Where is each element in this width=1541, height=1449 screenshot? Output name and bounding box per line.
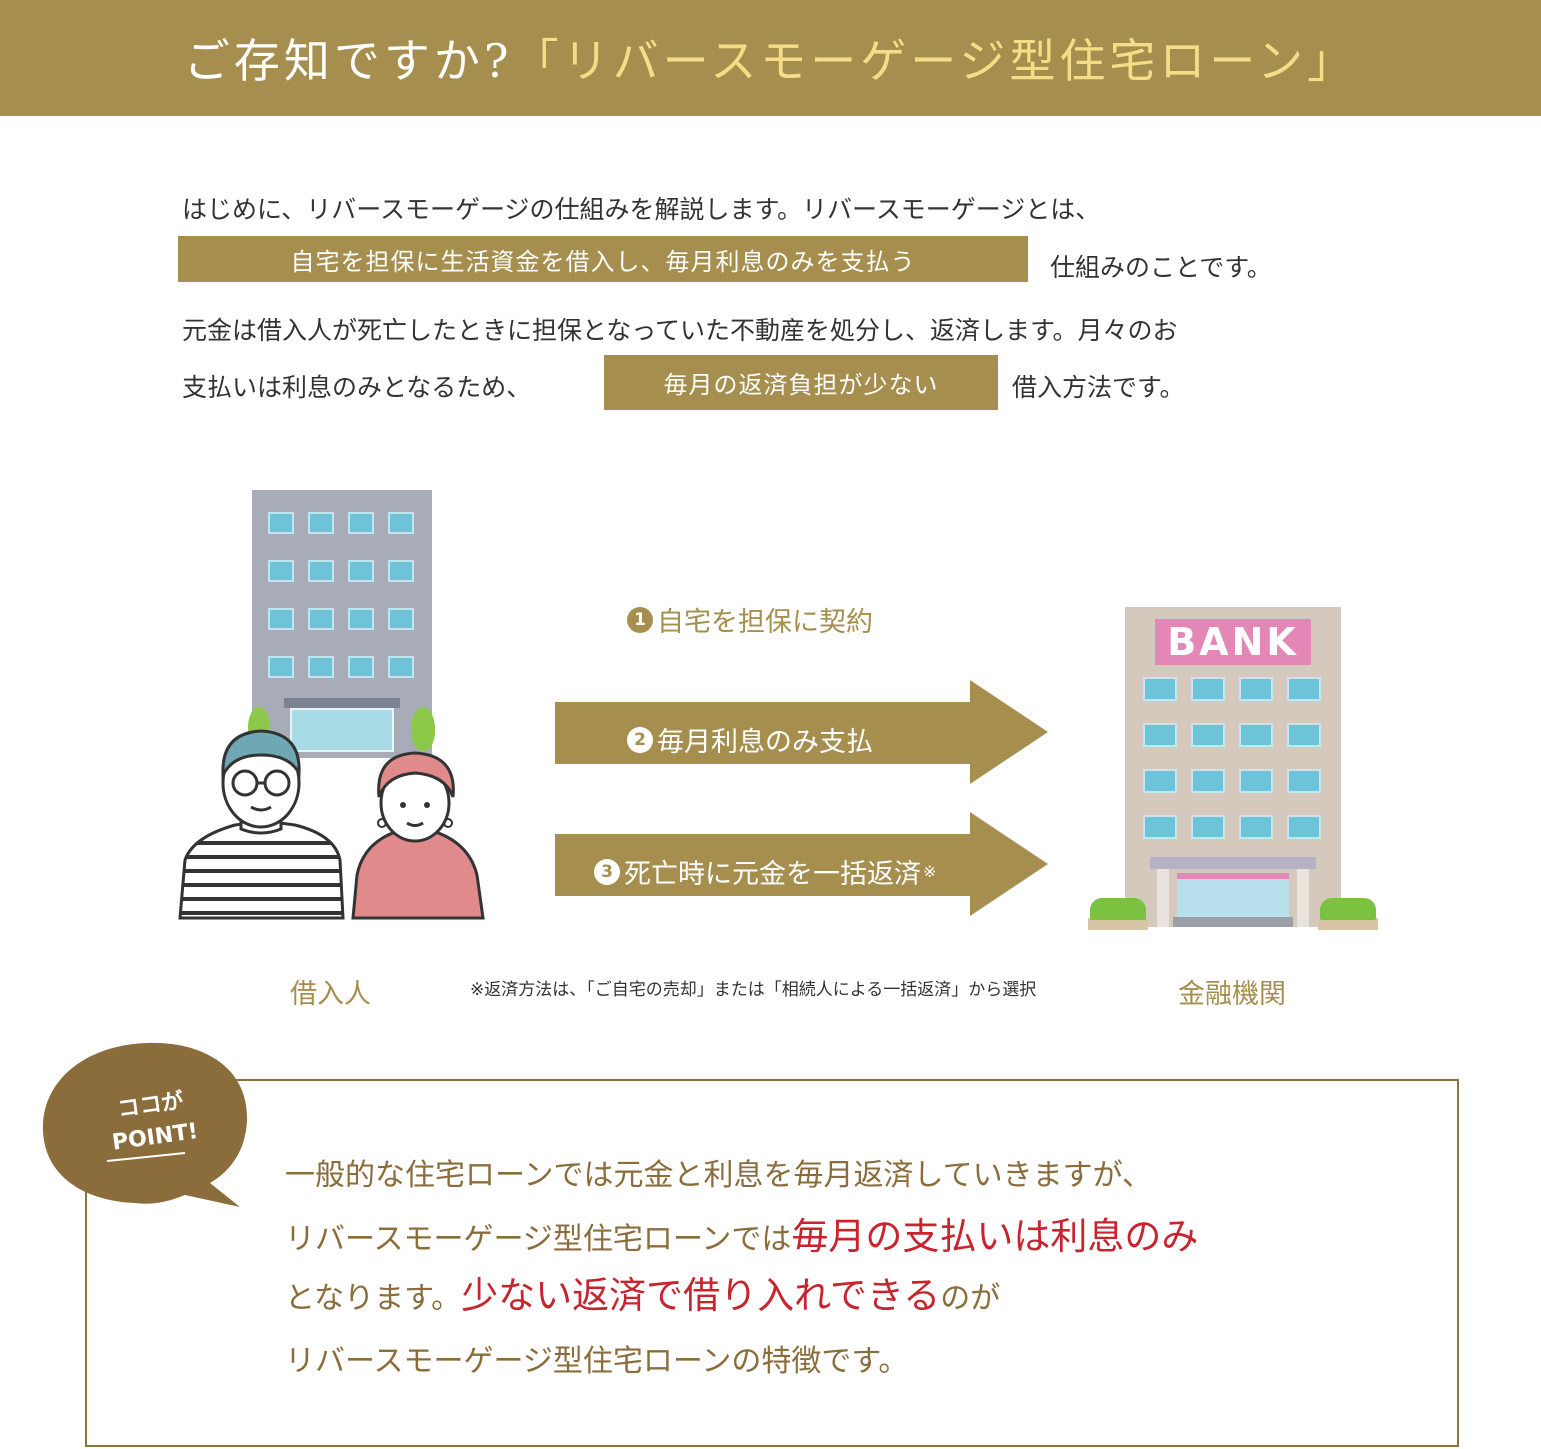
apartment-window [388,512,414,534]
bank-window [1287,723,1321,747]
bank-window [1287,815,1321,839]
intro-highlight-2: 毎月の返済負担が少ない [604,355,998,410]
point-line-2-emphasis: 毎月の支払いは利息のみ [791,1215,1199,1258]
bank-window [1239,769,1273,793]
bank-window [1239,723,1273,747]
apartment-window [348,656,374,678]
point-line-3: となります。少ない返済で借り入れできるのが [285,1265,1000,1319]
bush-left [1088,918,1148,930]
arrow-3 [555,812,1048,916]
apartment-window [348,512,374,534]
repayment-note: ※返済方法は、「ご自宅の売却」または「相続人による一括返済」から選択 [470,980,1037,1000]
bank-window [1287,677,1321,701]
intro-line-4-end: 借入方法です。 [1012,373,1185,402]
step-3-note-mark: ※ [923,862,937,881]
bank-window [1143,815,1177,839]
bank-window [1191,769,1225,793]
step-1-number: 1 [627,606,653,633]
bank-window [1287,769,1321,793]
step-3-label: 3 死亡時に元金を一括返済 ※ [594,852,936,891]
apartment-window [268,512,294,534]
apartment-window [388,560,414,582]
apartment-window [388,656,414,678]
bank-building: BANK [1125,607,1341,927]
intro-line-4-start: 支払いは利息のみとなるため、 [182,373,532,402]
apartment-building [252,490,432,758]
point-line-3-end: のが [940,1281,1001,1316]
bank-window [1143,677,1177,701]
step-3-text: 死亡時に元金を一括返済 [624,859,921,890]
step-3-number: 3 [594,858,620,885]
intro-line-3: 元金は借入人が死亡したときに担保となっていた不動産を処分し、返済します。月々のお [182,316,1178,345]
apartment-window [348,608,374,630]
point-box [85,1079,1459,1447]
apartment-window [308,608,334,630]
step-1-text: 自宅を担保に契約 [657,607,873,638]
header-highlight: 「リバースモーゲージ型住宅ローン」 [512,34,1358,88]
point-line-1: 一般的な住宅ローンでは元金と利息を毎月返済していきますが、 [285,1158,1152,1193]
bank-window [1191,677,1225,701]
apartment-window [308,512,334,534]
step-2-text: 毎月利息のみ支払 [657,727,873,758]
borrower-label: 借入人 [290,979,371,1010]
bank-window [1143,723,1177,747]
institution-label: 金融機関 [1178,979,1286,1010]
bush-left-leaves [1090,898,1146,920]
page-header: ご存知ですか? 「リバースモーゲージ型住宅ローン」 [0,0,1541,116]
step-1-label: 1 自宅を担保に契約 [627,600,873,639]
intro-line-1: はじめに、リバースモーゲージの仕組みを解説します。リバースモーゲージとは、 [182,195,1101,224]
step-2-number: 2 [627,726,653,753]
bush-right-leaves [1320,898,1376,920]
intro-line-2: 仕組みのことです。 [1050,253,1272,282]
bank-window [1239,677,1273,701]
apartment-window [268,560,294,582]
point-line-2: リバースモーゲージ型住宅ローンでは毎月の支払いは利息のみ [285,1206,1198,1260]
point-line-3-start: となります。 [285,1281,462,1316]
apartment-window [308,656,334,678]
point-line-3-emphasis: 少ない返済で借り入れできる [461,1274,941,1317]
apartment-window [388,608,414,630]
apartment-window [268,608,294,630]
apartment-window [308,560,334,582]
point-line-4: リバースモーゲージ型住宅ローンの特徴です。 [285,1344,909,1379]
arrow-2 [555,680,1048,784]
bank-window [1191,815,1225,839]
bank-window [1191,723,1225,747]
apartment-window [348,560,374,582]
header-question: ご存知ですか? [183,34,513,88]
bank-window [1239,815,1273,839]
point-bubble [42,1042,248,1207]
tree-right [411,707,435,751]
bush-right [1318,918,1378,930]
apartment-window [268,656,294,678]
point-line-2-start: リバースモーゲージ型住宅ローンでは [285,1222,792,1257]
intro-highlight-1: 自宅を担保に生活資金を借入し、毎月利息のみを支払う [178,236,1028,282]
bank-window [1143,769,1177,793]
step-2-label: 2 毎月利息のみ支払 [627,720,873,759]
borrower-couple-illustration [178,729,485,920]
bank-sign: BANK [1155,619,1311,665]
